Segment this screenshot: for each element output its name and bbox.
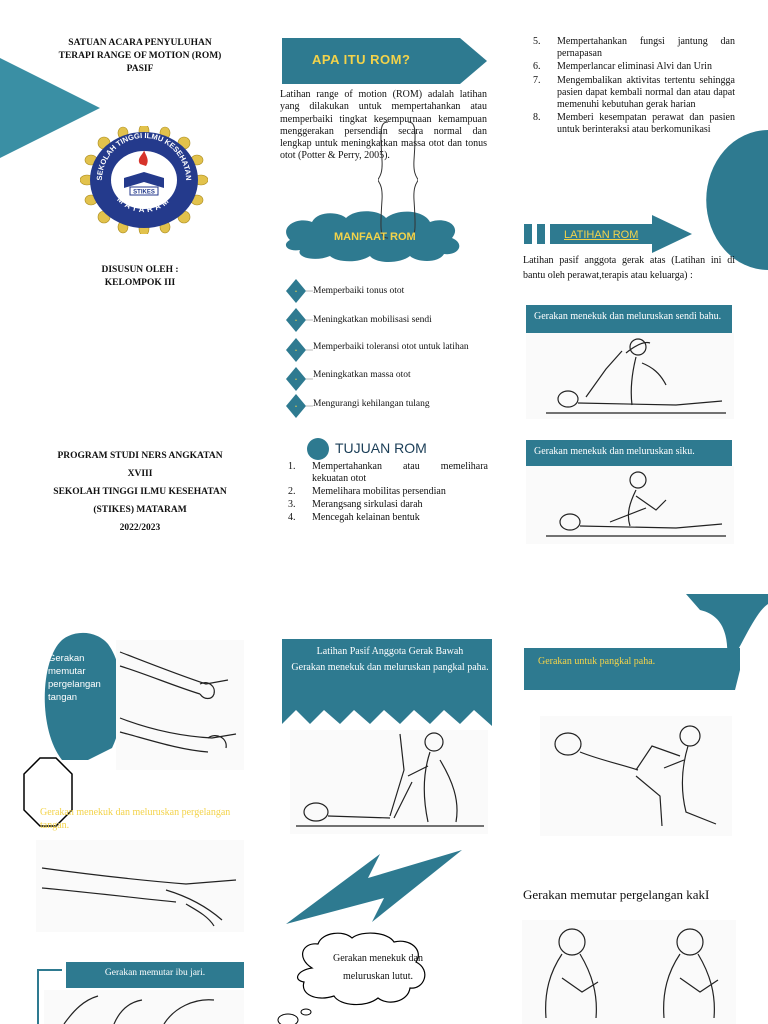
program-line-5: 2022/2023 — [119, 523, 161, 533]
thought-bubble-dot-small — [300, 1008, 312, 1016]
wrist-bend-illustration — [36, 840, 244, 932]
benefit-item-4: Meningkatkan massa otot — [313, 370, 489, 381]
lower-title-banner — [282, 639, 492, 726]
wrist-rotate-caption: Gerakan memutar pergelangan tangan — [48, 653, 101, 703]
goal-item-8: 8.Memberi kesempatan perawat dan pasien … — [533, 112, 735, 136]
callout-curl-shape — [686, 594, 768, 672]
latihan-bar-2 — [537, 224, 545, 244]
cover-title-line-1: SATUAN ACARA PENYULUHAN — [68, 38, 212, 48]
goal-item-5: 5.Mempertahankan fungsi jantung dan pern… — [533, 36, 735, 60]
thumb-caption: Gerakan memutar ibu jari. — [104, 968, 206, 978]
thumb-rotate-icon — [63, 995, 215, 1024]
benefit-item-3: Memperbaiki toleransi otot untuk latihan — [313, 342, 489, 353]
wrist-bend-caption: Gerakan menekuk dan meluruskan pergelang… — [40, 807, 231, 831]
elbow-exercise-icon — [546, 471, 726, 537]
knee-thought-cloud — [296, 932, 426, 1006]
thumb-illustration — [44, 990, 244, 1024]
brace-decoration — [378, 121, 418, 239]
program-block: PROGRAM STUDI NERS ANGKATAN XVIII SEKOLA… — [40, 447, 240, 537]
wrist-rotate-bubble — [44, 632, 123, 760]
program-line-3: SEKOLAH TINGGI ILMU KESEHATAN — [53, 487, 227, 497]
lightning-bolt-shape — [286, 850, 462, 924]
svg-text:•: • — [295, 404, 297, 410]
hip-bend-illustration — [290, 730, 488, 834]
thumb-bracket — [37, 969, 62, 1024]
ankle-caption: Gerakan memutar pergelangan kakI — [523, 887, 710, 902]
edge-semicircle — [706, 130, 768, 270]
goal-item-6: 6.Memperlancar eliminasi Alvi dan Urin — [533, 61, 712, 73]
hip-base-callout — [524, 648, 740, 690]
group-name: KELOMPOK III — [104, 278, 176, 288]
shoulder-illustration — [526, 333, 734, 419]
svg-text:•: • — [295, 289, 297, 295]
elbow-caption: Gerakan menekuk dan meluruskan siku. — [534, 446, 695, 457]
benefits-cloud-shape — [285, 211, 460, 262]
goal-item-1: 1.Mempertahankan atau memelihara kekuata… — [288, 461, 488, 484]
thought-bubble-dot — [277, 1013, 299, 1024]
latihan-bar-1 — [524, 224, 532, 244]
elbow-illustration — [526, 466, 734, 544]
goals-list: 1.Mempertahankan atau memelihara kekuata… — [288, 461, 488, 525]
goal-item-3: 3.Merangsang sirkulasi darah — [288, 499, 423, 510]
hip-bend-caption: Gerakan menekuk dan meluruskan pangkal p… — [291, 662, 489, 673]
goals-bullet-circle — [307, 438, 329, 460]
benefit-item-5: Mengurangi kehilangan tulang — [313, 399, 489, 410]
goal-item-2: 2.Memelihara mobilitas persendian — [288, 486, 446, 497]
authors-block: DISUSUN OLEH : KELOMPOK III — [40, 264, 240, 290]
hip-base-illustration — [540, 716, 732, 836]
what-is-banner-shape — [282, 38, 487, 84]
cover-title: SATUAN ACARA PENYULUHAN TERAPI RANGE OF … — [40, 37, 240, 76]
benefits-title: MANFAAT ROM — [334, 231, 416, 243]
goal-item-4: 4.Mencegah kelainan bentuk — [288, 512, 420, 523]
svg-text:STIKES: STIKES — [133, 190, 155, 196]
wrist-rotate-icon — [119, 651, 237, 753]
stikes-seal-icon: SEKOLAH TINGGI ILMU KESEHATAN MATARAM ST… — [80, 126, 208, 234]
lower-title: Latihan Pasif Anggota Gerak Bawah — [316, 646, 464, 657]
goal-item-7: 7.Mengembalikan aktivitas tertentu sehin… — [533, 74, 735, 111]
what-is-paragraph: Latihan range of motion (ROM) adalah lat… — [280, 89, 487, 162]
upper-exercise-intro: Latihan pasif anggota gerak atas (Latiha… — [523, 255, 735, 281]
goals-title: TUJUAN ROM — [335, 440, 427, 456]
benefit-item-2: Meningkatkan mobilisasi sendi — [313, 315, 489, 326]
hip-base-caption: Gerakan untuk pangkal paha. — [538, 656, 656, 667]
cover-title-line-2: TERAPI RANGE OF MOTION (ROM) — [58, 51, 222, 61]
svg-text:•: • — [295, 377, 297, 383]
svg-text:•: • — [295, 318, 297, 324]
shoulder-exercise-icon — [546, 338, 726, 414]
svg-text:•: • — [295, 348, 297, 354]
thumb-caption-box — [66, 962, 244, 988]
program-line-2: XVIII — [127, 469, 153, 479]
wrist-bend-icon — [41, 867, 237, 927]
latihan-title: LATIHAN ROM — [564, 229, 639, 241]
cover-title-line-3: PASIF — [126, 64, 154, 74]
what-is-title: APA ITU ROM? — [312, 52, 411, 67]
benefits-list: • • • • • — [284, 278, 489, 425]
ankle-rotate-icon — [545, 928, 719, 1019]
benefit-diamonds: • • • • • — [286, 279, 306, 418]
lower-title-text: Latihan Pasif Anggota Gerak Bawah Geraka… — [290, 644, 490, 676]
wrist-rotate-illustration — [116, 640, 244, 770]
program-line-1: PROGRAM STUDI NERS ANGKATAN — [57, 451, 223, 461]
hip-bend-icon — [296, 732, 484, 827]
hip-base-icon — [554, 725, 717, 827]
knee-caption: Gerakan menekuk dan meluruskan lutut. — [333, 953, 423, 982]
ankle-illustration — [522, 920, 736, 1024]
benefit-item-1: Memperbaiki tonus otot — [313, 286, 489, 297]
latihan-arrow-shape — [550, 215, 692, 253]
shoulder-caption: Gerakan menekuk dan meluruskan sendi bah… — [534, 311, 722, 322]
goals-continued-list: 5.Mempertahankan fungsi jantung dan pern… — [533, 36, 735, 138]
by-label: DISUSUN OLEH : — [101, 265, 179, 275]
cover-triangle — [0, 58, 100, 158]
octagon-frame — [23, 757, 73, 827]
program-line-4: (STIKES) MATARAM — [93, 505, 187, 515]
